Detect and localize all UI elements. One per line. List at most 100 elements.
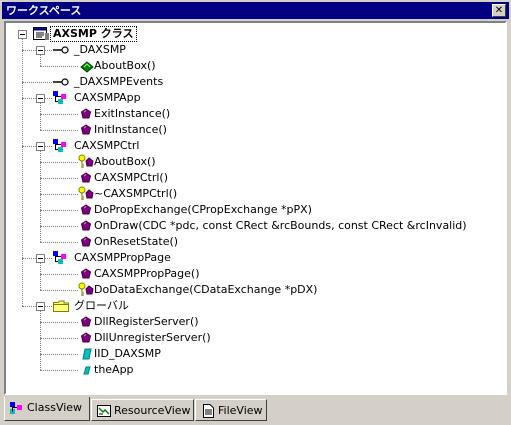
tree-item[interactable]: ExitInstance() — [6, 106, 505, 122]
tree-item-label: ExitInstance() — [94, 107, 171, 120]
tree-item[interactable]: DllUnregisterServer() — [6, 330, 505, 346]
method-icon — [78, 234, 96, 250]
tree-connector — [40, 194, 78, 195]
tree-item[interactable]: CAXSMPPropPage() — [6, 266, 505, 282]
tree-item-label: _DAXSMP — [74, 43, 126, 56]
tree-connector — [22, 82, 52, 83]
tree-connector — [40, 338, 78, 339]
tree-item[interactable]: InitInstance() — [6, 122, 505, 138]
class-icon — [52, 90, 70, 106]
tree-connector — [40, 130, 78, 131]
tree-item-label: DllRegisterServer() — [94, 315, 199, 328]
tree-guide-line — [40, 54, 41, 66]
tree-item-label: DoDataExchange(CDataExchange *pDX) — [94, 283, 318, 296]
tree-connector — [40, 274, 78, 275]
tree-root-label: AXSMP クラス — [50, 26, 137, 42]
window-title: ワークスペース — [6, 4, 82, 17]
tree-item-label: InitInstance() — [94, 123, 167, 136]
tree-item-label: AboutBox() — [94, 59, 156, 72]
tree-item-label: IID_DAXSMP — [94, 347, 161, 360]
method-icon — [78, 202, 96, 218]
tab-fileview[interactable]: FileView — [195, 399, 267, 421]
project-classes-icon — [32, 26, 50, 42]
title-bar: ワークスペース ✕ — [2, 2, 509, 19]
folder-icon — [52, 298, 70, 314]
tree-item-label: ~CAXSMPCtrl() — [94, 187, 178, 200]
tree-connector — [40, 66, 78, 67]
tree-item-label: OnDraw(CDC *pdc, const CRect &rcBounds, … — [94, 219, 467, 232]
close-icon: ✕ — [494, 5, 504, 16]
tree-connector — [40, 290, 78, 291]
class-icon — [52, 250, 70, 266]
tree-item[interactable]: OnResetState() — [6, 234, 505, 250]
tree-item[interactable]: DoPropExchange(CPropExchange *pPX) — [6, 202, 505, 218]
interface-icon — [52, 74, 70, 90]
method-icon — [78, 122, 96, 138]
view-tab-bar: ClassView ResourceView FileView — [4, 397, 507, 423]
tree-item[interactable]: _DAXSMP — [6, 42, 505, 58]
fileview-icon — [200, 404, 216, 418]
classview-icon — [9, 401, 25, 415]
tree-root[interactable]: AXSMP クラス — [6, 26, 505, 42]
tree-item-label: _DAXSMPEvents — [74, 75, 164, 88]
tree-item-label: CAXSMPPropPage — [74, 251, 171, 264]
tree-item-label: CAXSMPApp — [74, 91, 141, 104]
tree-item[interactable]: グローバル — [6, 298, 505, 314]
method-icon — [78, 170, 96, 186]
tree-item[interactable]: DoDataExchange(CDataExchange *pDX) — [6, 282, 505, 298]
tree-guide-line — [22, 38, 23, 306]
tree-item[interactable]: theApp — [6, 362, 505, 378]
tree-guide-line — [40, 310, 41, 370]
tab-label-fileview: FileView — [218, 404, 263, 417]
tree-connector — [40, 226, 78, 227]
tree-item-label: CAXSMPPropPage() — [94, 267, 200, 280]
protected-method-icon — [78, 282, 96, 298]
method-icon — [78, 218, 96, 234]
tree-item[interactable]: AboutBox() — [6, 154, 505, 170]
tree-item[interactable]: CAXSMPCtrl — [6, 138, 505, 154]
tree-item[interactable]: DllRegisterServer() — [6, 314, 505, 330]
tree-item-label: AboutBox() — [94, 155, 156, 168]
method-icon — [78, 330, 96, 346]
tree-item[interactable]: AboutBox() — [6, 58, 505, 74]
tree-item[interactable]: CAXSMPApp — [6, 90, 505, 106]
tree-guide-line — [40, 102, 41, 130]
close-button[interactable]: ✕ — [492, 4, 506, 17]
interface-icon — [52, 42, 70, 58]
tree-connector — [40, 162, 78, 163]
tree-item[interactable]: CAXSMPPropPage — [6, 250, 505, 266]
tree-item-label: CAXSMPCtrl() — [94, 171, 169, 184]
tree-item[interactable]: OnDraw(CDC *pdc, const CRect &rcBounds, … — [6, 218, 505, 234]
tree-item-label: DllUnregisterServer() — [94, 331, 211, 344]
tree-item-label: OnResetState() — [94, 235, 179, 248]
tree-connector — [40, 210, 78, 211]
tree-guide-line — [40, 262, 41, 290]
tree-item[interactable]: _DAXSMPEvents — [6, 74, 505, 90]
tree-item-label: theApp — [94, 363, 134, 376]
tree-connector — [40, 354, 78, 355]
tree-item-label: グローバル — [74, 299, 129, 312]
method-icon — [78, 266, 96, 282]
tree-connector — [40, 178, 78, 179]
protected-method-icon — [78, 154, 96, 170]
class-icon — [52, 138, 70, 154]
tree-connector — [40, 370, 78, 371]
method-icon — [78, 314, 96, 330]
variable-icon — [78, 346, 96, 362]
tree-item[interactable]: IID_DAXSMP — [6, 346, 505, 362]
tab-classview[interactable]: ClassView — [4, 397, 90, 421]
tree-item[interactable]: CAXSMPCtrl() — [6, 170, 505, 186]
tree-connector — [40, 242, 78, 243]
tab-label-classview: ClassView — [27, 401, 83, 414]
tree-item[interactable]: ~CAXSMPCtrl() — [6, 186, 505, 202]
protected-method-icon — [78, 186, 96, 202]
tab-label-resourceview: ResourceView — [114, 404, 191, 417]
interface-method-icon — [78, 58, 96, 74]
tab-resourceview[interactable]: ResourceView — [91, 399, 194, 421]
resourceview-icon — [96, 404, 112, 418]
tree-guide-line — [40, 150, 41, 242]
global-variable-icon — [78, 362, 96, 378]
